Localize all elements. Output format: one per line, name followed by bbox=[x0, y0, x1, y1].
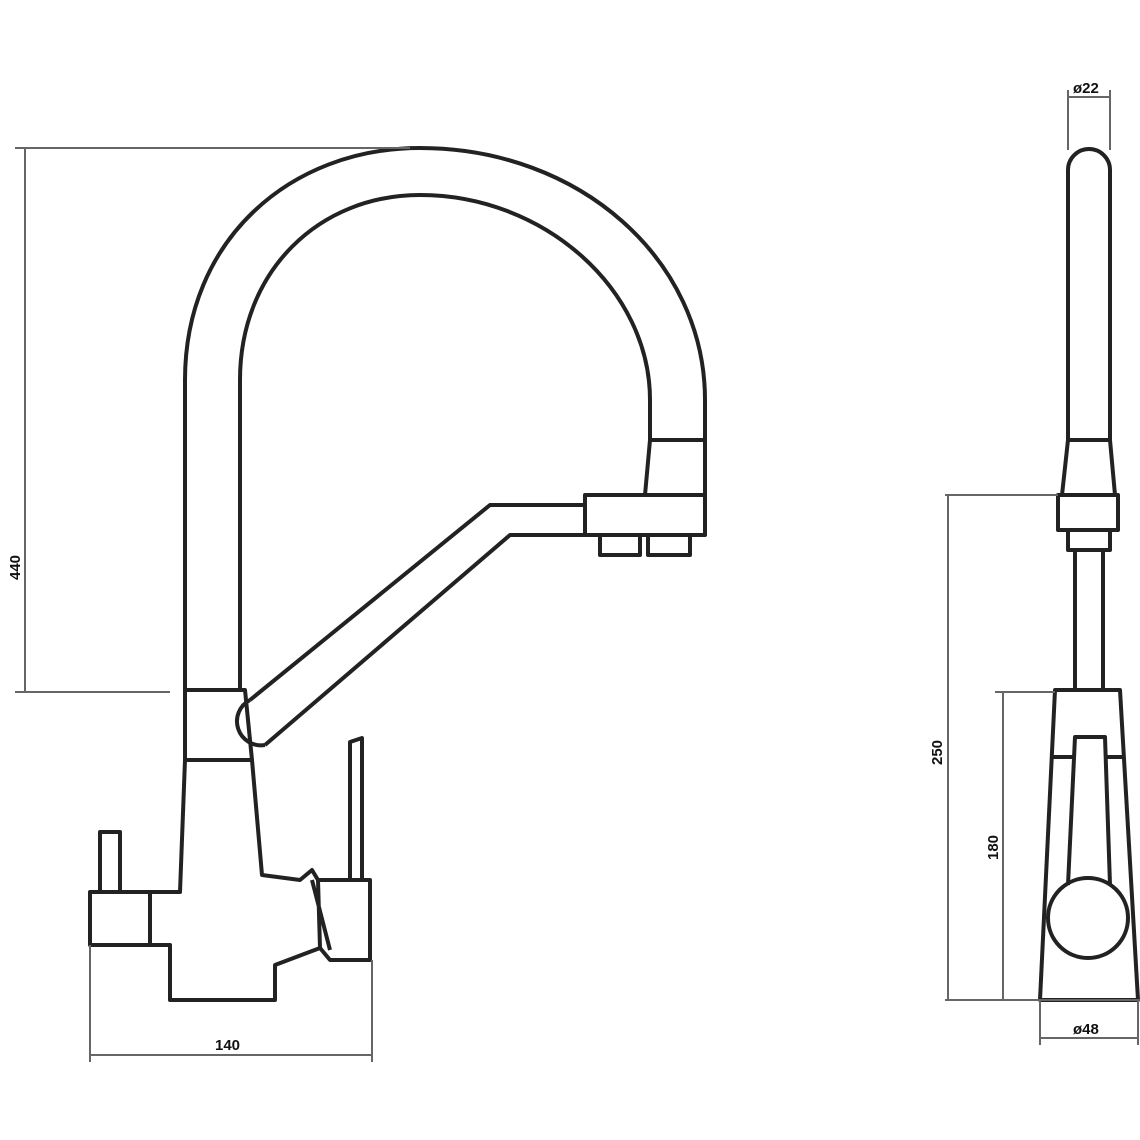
side-knob bbox=[1046, 876, 1130, 960]
nozzle-right bbox=[646, 533, 692, 557]
side-collar bbox=[1060, 438, 1117, 497]
height-label: 440 bbox=[7, 555, 24, 580]
lever-joint bbox=[310, 879, 332, 951]
side-lower-tube bbox=[1073, 550, 1105, 690]
filter-arm bbox=[235, 503, 585, 748]
base-diameter-label: ø48 bbox=[1073, 1021, 1099, 1038]
nozzle-left bbox=[598, 533, 642, 557]
spout-inner bbox=[238, 193, 652, 690]
width-label: 140 bbox=[215, 1037, 240, 1054]
spout-diameter-label: ø22 bbox=[1073, 80, 1099, 97]
spout-outer bbox=[183, 146, 707, 690]
spray-head bbox=[583, 493, 707, 537]
side-ring bbox=[1056, 493, 1120, 532]
body bbox=[148, 688, 372, 1002]
spout-tube bbox=[1066, 147, 1112, 440]
filter-handle bbox=[88, 890, 152, 947]
lever-height-label: 180 bbox=[985, 835, 1002, 860]
spout-collar bbox=[643, 438, 707, 497]
side-small-ring bbox=[1066, 528, 1112, 552]
right-lever bbox=[348, 736, 364, 882]
filter-knob bbox=[98, 830, 122, 894]
front-view: 440 140 bbox=[7, 146, 707, 1062]
spout-height-label: 250 bbox=[929, 740, 946, 765]
side-view: ø22 250 180 ø48 bbox=[929, 80, 1140, 1045]
side-lever bbox=[1053, 735, 1125, 886]
